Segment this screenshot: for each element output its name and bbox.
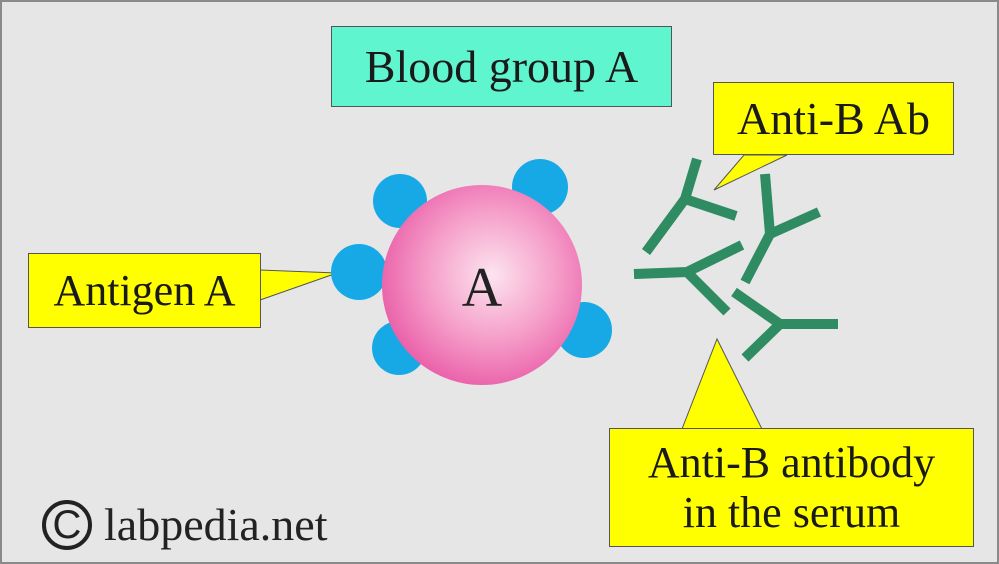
antigen-a-label: Antigen A bbox=[28, 253, 261, 328]
anti-b-ab-label: Anti-B Ab bbox=[713, 82, 954, 155]
anti-b-antibody-arm bbox=[741, 320, 784, 362]
antibody-group bbox=[633, 157, 838, 362]
cell-antigen-letter: A bbox=[461, 257, 503, 319]
anti-b-antibody bbox=[731, 287, 838, 329]
antigen-label-pointer bbox=[259, 269, 338, 301]
red-blood-cell bbox=[382, 185, 582, 385]
serum-label-line2: in the serum bbox=[682, 487, 901, 537]
serum-label-line1: Anti-B antibody bbox=[647, 437, 936, 487]
antigen-a-circle bbox=[331, 244, 387, 300]
blood-group-title: Blood group A bbox=[331, 26, 672, 107]
anti-b-antibody bbox=[740, 173, 776, 285]
anti-b-antibody-arm bbox=[683, 194, 738, 221]
anti-b-antibody-arm bbox=[767, 207, 822, 239]
watermark: C labpedia.net bbox=[42, 498, 328, 551]
watermark-text: labpedia.net bbox=[104, 499, 328, 550]
serum-antibody-label: Anti-B antibody in the serum bbox=[609, 428, 974, 547]
ab-label-pointer bbox=[713, 154, 788, 191]
copyright-icon: C bbox=[42, 499, 92, 550]
anti-b-antibody-arm bbox=[683, 268, 731, 316]
